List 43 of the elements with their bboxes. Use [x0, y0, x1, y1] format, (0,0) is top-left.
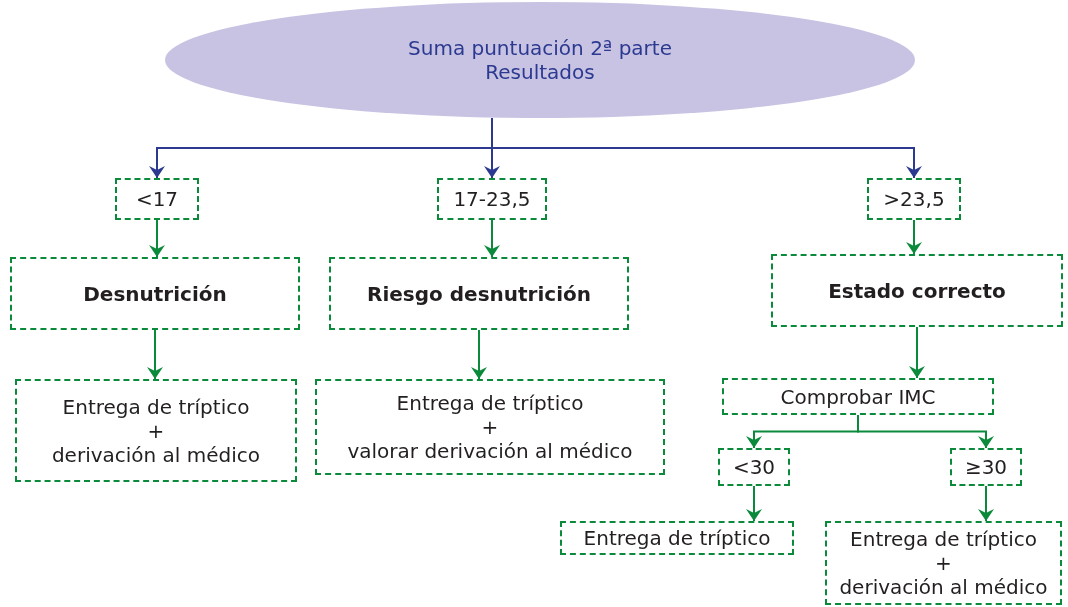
step-box — [950, 448, 1022, 486]
node-text: Entrega de tríptico — [850, 527, 1037, 551]
arrow — [909, 326, 925, 379]
arrow — [471, 329, 487, 380]
node-text: valorar derivación al médico — [347, 439, 633, 463]
node-text: <17 — [135, 187, 179, 211]
node-text: Desnutrición — [83, 281, 227, 306]
category-box — [771, 254, 1063, 327]
node-text: <30 — [732, 455, 776, 479]
node-text: Entrega de tríptico — [583, 526, 771, 550]
arrow — [906, 219, 922, 255]
title-ellipse — [165, 2, 915, 118]
arrow — [149, 219, 165, 258]
arrow — [978, 485, 994, 522]
step-box — [115, 178, 199, 220]
step-box — [825, 521, 1062, 605]
node-text: derivación al médico — [839, 575, 1048, 599]
step-box — [560, 521, 794, 555]
node-text: derivación al médico — [51, 442, 261, 467]
category-box — [329, 257, 629, 330]
step-box — [722, 378, 994, 415]
node-text: 17-23,5 — [453, 187, 531, 211]
step-box — [437, 178, 547, 220]
node-text: Riesgo desnutrición — [367, 281, 591, 306]
node-text: Entrega de tríptico — [62, 394, 250, 419]
node-text: + — [147, 418, 165, 443]
node-text: >23,5 — [883, 187, 945, 211]
arrow — [147, 329, 163, 380]
node-text: Entrega de tríptico — [396, 391, 584, 415]
step-box — [15, 379, 297, 482]
arrow — [746, 485, 762, 522]
node-text: + — [481, 415, 499, 439]
node-text: Comprobar IMC — [780, 384, 936, 409]
arrow — [484, 219, 500, 258]
node-text: ≥30 — [964, 455, 1008, 479]
node-text: Estado correcto — [828, 278, 1006, 303]
step-box — [718, 448, 790, 486]
node-text: + — [935, 551, 952, 575]
arrow — [857, 414, 994, 449]
step-box — [315, 379, 665, 475]
category-box — [10, 257, 300, 330]
node-text: Suma puntuación 2ª parte Resultados — [407, 36, 673, 84]
step-box — [867, 178, 961, 220]
